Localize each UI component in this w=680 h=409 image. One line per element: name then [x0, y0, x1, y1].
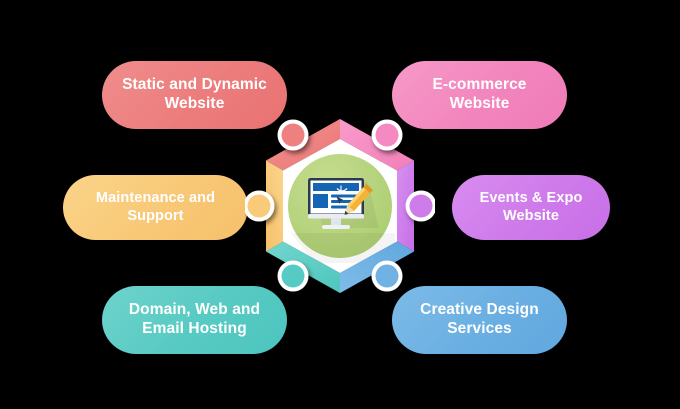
- node-label-domain-web-and-email-hosting[interactable]: Domain, Web and Email Hosting: [102, 286, 287, 354]
- node-label-line-2: Website: [449, 95, 510, 112]
- node-label-line-2: Website: [502, 207, 560, 224]
- node-label-maintenance-and-support[interactable]: Maintenance and Support: [63, 175, 248, 240]
- connector-dot-fill: [375, 123, 399, 147]
- connector-dot-fill: [281, 264, 305, 288]
- node-label-line-2: Website: [164, 95, 225, 112]
- center-icon-container: [297, 168, 383, 242]
- node-label-creative-design-services[interactable]: Creative Design Services: [392, 286, 567, 354]
- connector-dot-fill: [375, 264, 399, 288]
- node-label-events-and-expo-website[interactable]: Events & Expo Website: [452, 175, 610, 240]
- node-label-line-1: E-commerce: [432, 76, 527, 94]
- node-label-line-1: Events & Expo: [479, 189, 583, 206]
- node-label-line-1: Maintenance and: [95, 189, 216, 206]
- connector-dot-fill: [247, 194, 271, 218]
- connector-dot-fill: [409, 194, 433, 218]
- node-label-line-2: Support: [127, 207, 184, 224]
- node-label-line-2: Services: [447, 320, 512, 337]
- node-label-e-commerce-website[interactable]: E-commerce Website: [392, 61, 567, 129]
- node-label-static-and-dynamic-website[interactable]: Static and Dynamic Website: [102, 61, 287, 129]
- connector-dot-fill: [281, 123, 305, 147]
- node-label-line-1: Creative Design: [420, 301, 539, 319]
- node-label-line-2: Email Hosting: [142, 320, 247, 337]
- node-label-line-1: Static and Dynamic: [122, 76, 267, 94]
- hexagon-hub: [245, 113, 435, 299]
- web-design-monitor-pencil-icon: [308, 178, 379, 229]
- node-label-line-1: Domain, Web and: [128, 301, 261, 319]
